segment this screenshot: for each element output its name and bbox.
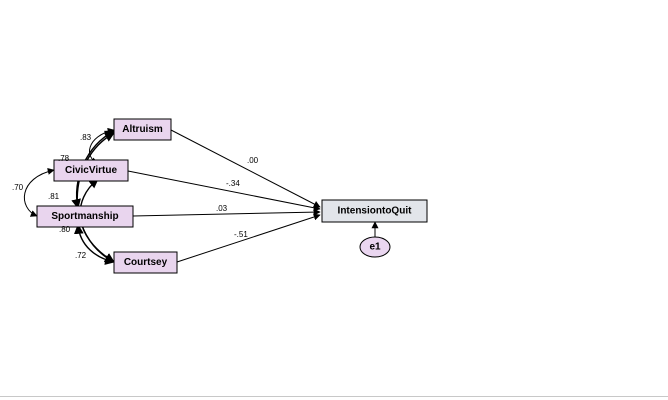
path-sportmanship-to-quit [132,208,321,217]
corr-sportmanship-courtsey: .81 [48,192,60,201]
correlation-sportmanship-courtsey [73,224,115,265]
node-sportmanship: Sportmanship [36,205,134,228]
correlation-civic-virtue-sportmanship [23,167,55,217]
node-intension-to-quit-label: IntensiontoQuit [338,206,413,217]
coef-courtsey-to-quit: -.51 [234,230,248,239]
coef-civic-virtue-to-quit: -.34 [226,179,240,188]
path-altruism-to-quit [170,129,321,208]
path-courtsey-to-quit [176,213,321,263]
corr-civic-virtue-courtsey: .80 [59,225,71,234]
node-courtsey-label: Courtsey [124,257,168,268]
corr-civic-virtue-sportmanship: .70 [12,183,24,192]
node-intension-to-quit: IntensiontoQuit [321,199,428,223]
node-error-e1-label: e1 [369,242,381,253]
node-civic-virtue: CivicVirtue [53,159,129,182]
bottom-divider [0,396,668,397]
coef-sportmanship-to-quit: .03 [216,204,228,213]
corr-altruism-sportmanship: .78 [58,154,70,163]
node-civic-virtue-label: CivicVirtue [65,165,117,176]
path-civic-virtue-to-quit [127,170,321,212]
node-courtsey: Courtsey [113,251,178,274]
corr-altruism-civic-virtue: .83 [80,133,92,142]
node-altruism-label: Altruism [122,124,163,135]
node-error-e1: e1 [359,236,391,258]
coef-altruism-to-quit: .00 [247,156,259,165]
node-altruism: Altruism [113,118,172,141]
corr-altruism-courtsey: .72 [75,251,87,260]
node-sportmanship-label: Sportmanship [51,211,118,222]
